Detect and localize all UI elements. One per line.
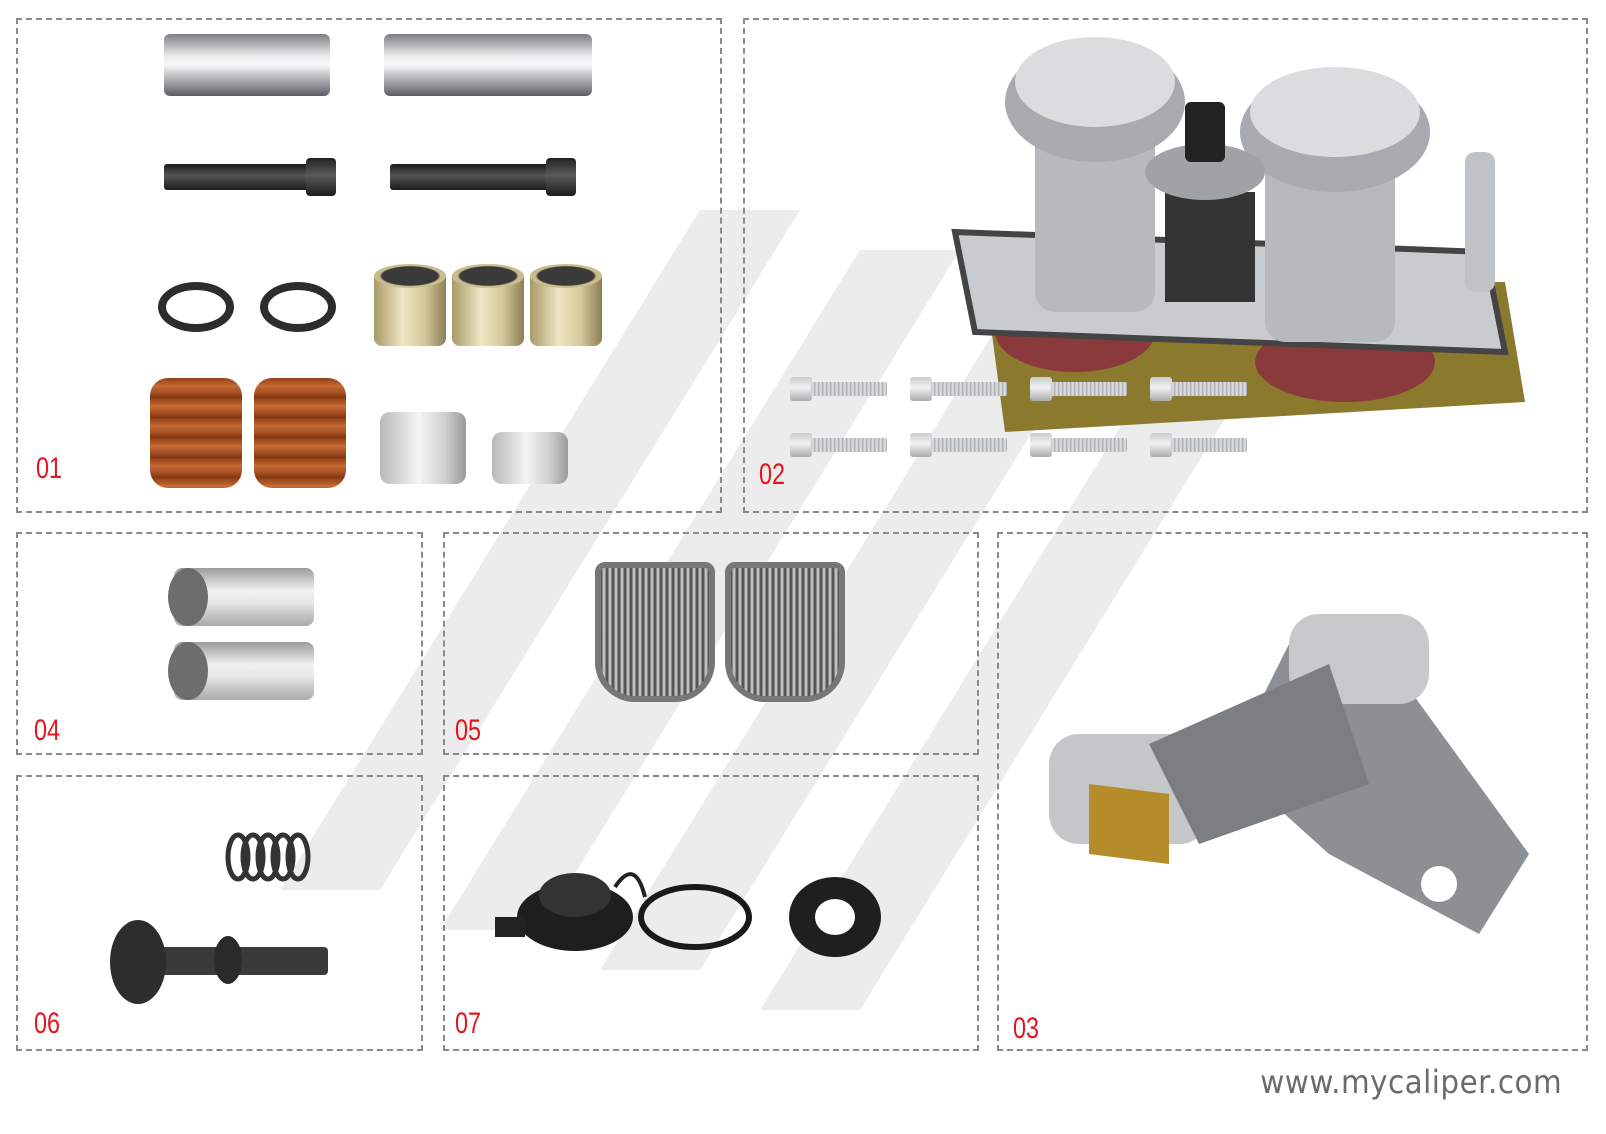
mounting-bolt [1051, 438, 1127, 452]
bolt [164, 164, 314, 190]
panel-label: 02 [759, 458, 786, 491]
seal-ring [158, 282, 234, 332]
mounting-bolt [1051, 382, 1127, 396]
mounting-bolt [931, 438, 1007, 452]
panel-02: 02 [743, 18, 1588, 513]
bolt-head [546, 158, 576, 196]
roller-end [168, 568, 208, 626]
seal-ring [260, 282, 336, 332]
roller-end [168, 642, 208, 700]
panel-03: 03 [997, 532, 1588, 1051]
bolt-head [910, 377, 932, 401]
guide-pin [384, 34, 592, 96]
bolt [390, 164, 550, 190]
mounting-bolt [931, 382, 1007, 396]
caliper-lever-illustration [1049, 614, 1529, 934]
bolt-head [1030, 377, 1052, 401]
panel-06: 06 [16, 775, 423, 1051]
bolt-head [790, 377, 812, 401]
bolt-head [1150, 433, 1172, 457]
panel-label: 06 [34, 1007, 61, 1040]
bushing-top [452, 264, 524, 288]
rubber-boot [150, 378, 242, 488]
mounting-bolt [1171, 382, 1247, 396]
panel-label: 07 [455, 1007, 482, 1040]
panel-label: 03 [1013, 1012, 1040, 1045]
metal-cap [492, 432, 568, 484]
panel-07: 07 [443, 775, 979, 1051]
guide-pin [164, 34, 330, 96]
bolt-head [306, 158, 336, 196]
mounting-bolt [811, 438, 887, 452]
panel-label: 05 [455, 714, 482, 747]
bolt-head [1150, 377, 1172, 401]
panel-label: 04 [34, 714, 61, 747]
cap-and-seal-illustration [495, 872, 881, 957]
metal-cap [380, 412, 466, 484]
adjuster-mechanism-illustration [951, 37, 1525, 432]
bushing-top [530, 264, 602, 288]
bolt-head [790, 433, 812, 457]
bushing-top [374, 264, 446, 288]
panel-04: 04 [16, 532, 423, 755]
panel-label: 01 [36, 452, 63, 485]
needle-bearing [725, 562, 845, 702]
mounting-bolt [1171, 438, 1247, 452]
website-url: www.mycaliper.com [1260, 1063, 1562, 1101]
panel-01: 01 [16, 18, 722, 513]
bolt-head [910, 433, 932, 457]
needle-bearing [595, 562, 715, 702]
adjuster-shaft-illustration [110, 832, 328, 1004]
rubber-boot [254, 378, 346, 488]
bolt-head [1030, 433, 1052, 457]
panel-05: 05 [443, 532, 979, 755]
mounting-bolt [811, 382, 887, 396]
